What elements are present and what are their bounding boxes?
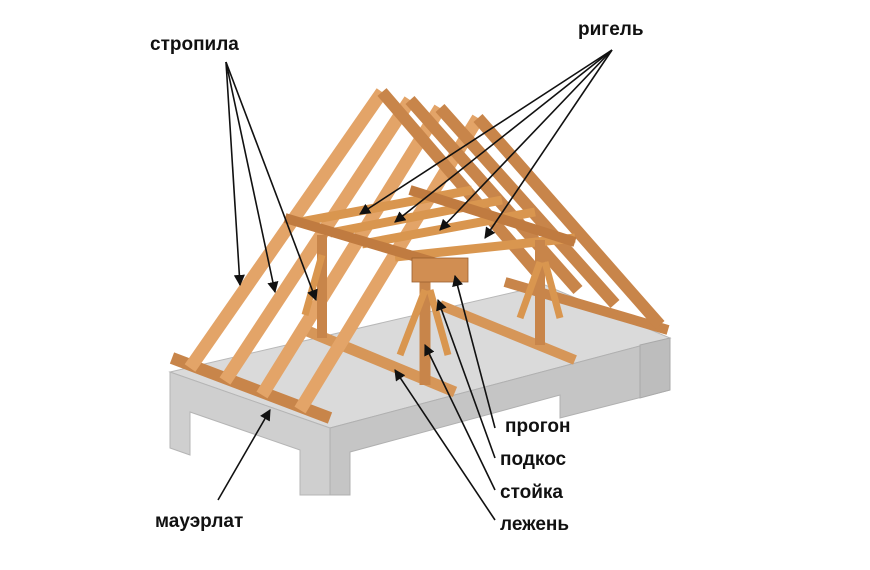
rafter-right-3 [435,104,620,308]
arrow-sill [394,369,496,521]
label-post: стойка [500,482,563,503]
purlin-2 [408,185,577,247]
sill-beam-2 [438,300,577,365]
arrow-purlin [452,274,496,429]
label-wall-plate: мауэрлат [155,511,243,532]
arrow-collar-2 [394,49,613,223]
arrow-collar-4 [484,49,613,239]
rafter-right-4 [473,114,665,329]
labels: стропила ригель прогон подкос стойка леж… [150,19,644,535]
rafter-right-2 [405,96,583,294]
label-rafters: стропила [150,34,239,55]
label-collar: ригель [578,19,644,40]
strut-5 [541,261,564,319]
roof-frame [169,88,670,424]
arrow-rafters-2 [225,61,279,294]
strut-1 [301,254,326,316]
arrow-wall-plate [217,409,271,501]
arrow-collar-1 [359,49,613,215]
arrow-post [424,343,496,491]
rafter-left-1 [184,88,388,372]
post-head-block [411,257,469,283]
strut-4 [516,260,544,320]
arrow-collar-3 [439,49,613,231]
leader-arrows [217,49,613,521]
arrow-rafters-3 [225,61,318,302]
rafter-left-3 [256,104,446,399]
strut-3 [426,289,452,356]
label-strut: подкос [500,449,567,470]
arrow-rafters-1 [225,61,245,287]
label-purlin: прогон [505,416,570,437]
arrow-strut [436,298,496,459]
label-sill-beam: лежень [500,514,569,535]
slab-right-end [639,337,671,399]
strut-2 [396,288,429,357]
